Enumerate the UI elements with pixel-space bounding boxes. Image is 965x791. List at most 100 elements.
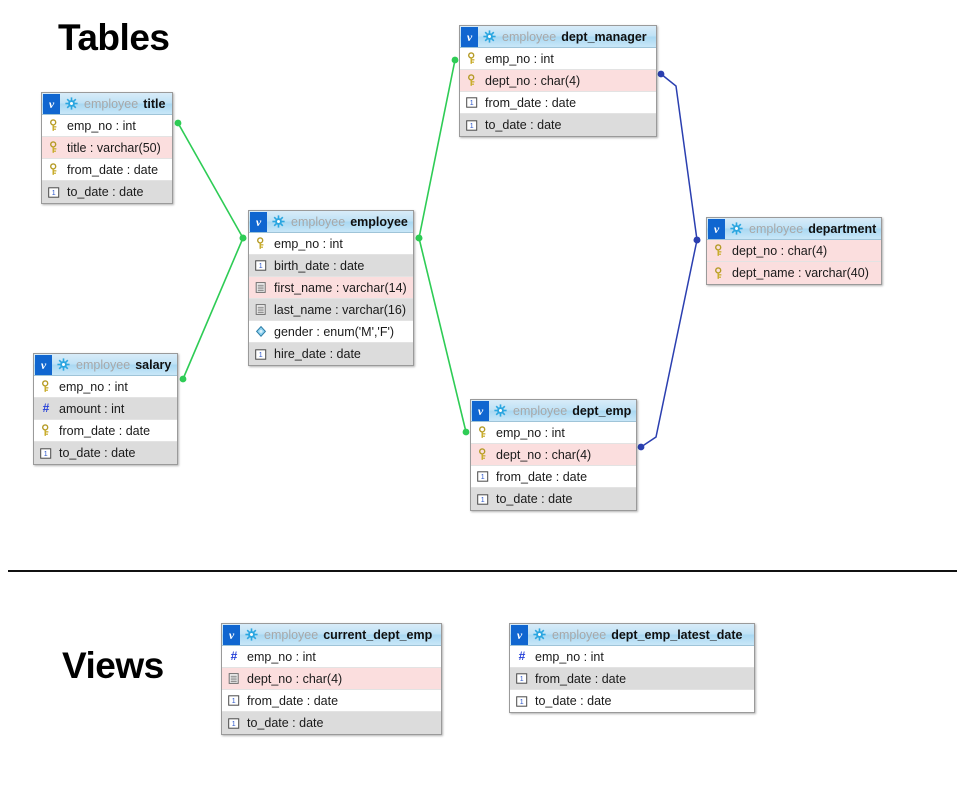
gear-icon xyxy=(730,222,743,235)
entity-name-label: department xyxy=(808,221,877,236)
column-label: emp_no : int xyxy=(59,379,128,394)
column-row[interactable]: dept_no : char(4) xyxy=(471,444,636,466)
text-icon xyxy=(255,281,267,294)
relationship-endpoint xyxy=(657,70,665,78)
column-row[interactable]: 1 to_date : date xyxy=(471,488,636,510)
entity-schema-label: employee xyxy=(513,403,568,418)
column-row[interactable]: 1 to_date : date xyxy=(510,690,754,712)
entity-header-employee[interactable]: v employee employee xyxy=(249,211,413,233)
svg-text:1: 1 xyxy=(481,496,485,503)
relationship-endpoint xyxy=(179,375,187,383)
column-row[interactable]: emp_no : int xyxy=(34,376,177,398)
date-icon: 1 xyxy=(255,259,267,272)
column-row[interactable]: from_date : date xyxy=(34,420,177,442)
svg-text:#: # xyxy=(519,649,526,663)
column-row[interactable]: from_date : date xyxy=(42,159,172,181)
column-row[interactable]: #emp_no : int xyxy=(510,646,754,668)
key-icon xyxy=(48,119,60,132)
column-label: to_date : date xyxy=(247,716,324,730)
column-label: emp_no : int xyxy=(274,236,343,251)
date-icon: 1 xyxy=(228,694,240,707)
view-badge-icon: v xyxy=(511,624,528,645)
column-row[interactable]: 1 from_date : date xyxy=(222,690,441,712)
column-row[interactable]: dept_no : char(4) xyxy=(707,240,881,262)
column-row[interactable]: # emp_no : int xyxy=(222,646,441,668)
column-row[interactable]: 1 hire_date : date xyxy=(249,343,413,365)
view-badge-icon: v xyxy=(223,624,240,645)
column-row[interactable]: last_name : varchar(16) xyxy=(249,299,413,321)
column-row[interactable]: emp_no : int xyxy=(42,115,172,137)
entity-schema-label: employee xyxy=(291,214,346,229)
column-row[interactable]: dept_no : char(4) xyxy=(460,70,656,92)
relationship-endpoint xyxy=(693,236,701,244)
gear-icon xyxy=(483,30,496,43)
date-icon: 1 xyxy=(477,493,489,506)
column-label: hire_date : date xyxy=(274,347,361,361)
svg-text:1: 1 xyxy=(44,450,48,457)
text-icon xyxy=(255,303,267,316)
column-row[interactable]: gender : enum('M','F') xyxy=(249,321,413,343)
date-icon: 1 xyxy=(228,717,240,730)
column-label: to_date : date xyxy=(535,694,612,708)
column-label: from_date : date xyxy=(67,162,159,177)
relationship-endpoint xyxy=(693,236,701,244)
section-title-views: Views xyxy=(62,645,164,686)
relationship-endpoint xyxy=(415,234,423,242)
relationship-dept_emp-to-department xyxy=(640,239,698,448)
relationship-endpoint xyxy=(637,443,645,451)
column-row[interactable]: dept_name : varchar(40) xyxy=(707,262,881,284)
date-icon: 1 xyxy=(48,186,60,199)
column-label: to_date : date xyxy=(496,492,573,506)
entity-name-label: current_dept_emp xyxy=(323,627,433,642)
column-row[interactable]: emp_no : int xyxy=(249,233,413,255)
column-row[interactable]: emp_no : int xyxy=(460,48,656,70)
date-icon: 1 xyxy=(255,348,267,361)
svg-text:1: 1 xyxy=(470,100,474,107)
column-row[interactable]: first_name : varchar(14) xyxy=(249,277,413,299)
key-icon xyxy=(48,141,60,154)
number-icon: # xyxy=(228,649,240,663)
relationship-employee-to-dept_emp xyxy=(418,237,467,433)
relationship-employee-to-dept_manager xyxy=(418,59,456,239)
column-label: from_date : date xyxy=(247,693,339,708)
column-row[interactable]: title : varchar(50) xyxy=(42,137,172,159)
column-label: emp_no : int xyxy=(247,649,316,664)
column-row[interactable]: #amount : int xyxy=(34,398,177,420)
gear-icon xyxy=(245,628,258,641)
key-icon xyxy=(713,244,725,257)
entity-name-label: employee xyxy=(350,214,408,229)
column-row[interactable]: dept_no : char(4) xyxy=(222,668,441,690)
view-badge-icon: v xyxy=(250,211,267,232)
column-label: dept_no : char(4) xyxy=(485,73,581,88)
entity-name-label: dept_emp_latest_date xyxy=(611,627,743,642)
column-row[interactable]: emp_no : int xyxy=(471,422,636,444)
date-icon: 1 xyxy=(516,695,528,708)
column-row[interactable]: 1 to_date : date xyxy=(222,712,441,734)
view-badge-icon: v xyxy=(472,400,489,421)
gear-icon xyxy=(65,97,78,110)
column-label: first_name : varchar(14) xyxy=(274,280,407,295)
relationship-dept_manager-to-department xyxy=(660,73,698,241)
